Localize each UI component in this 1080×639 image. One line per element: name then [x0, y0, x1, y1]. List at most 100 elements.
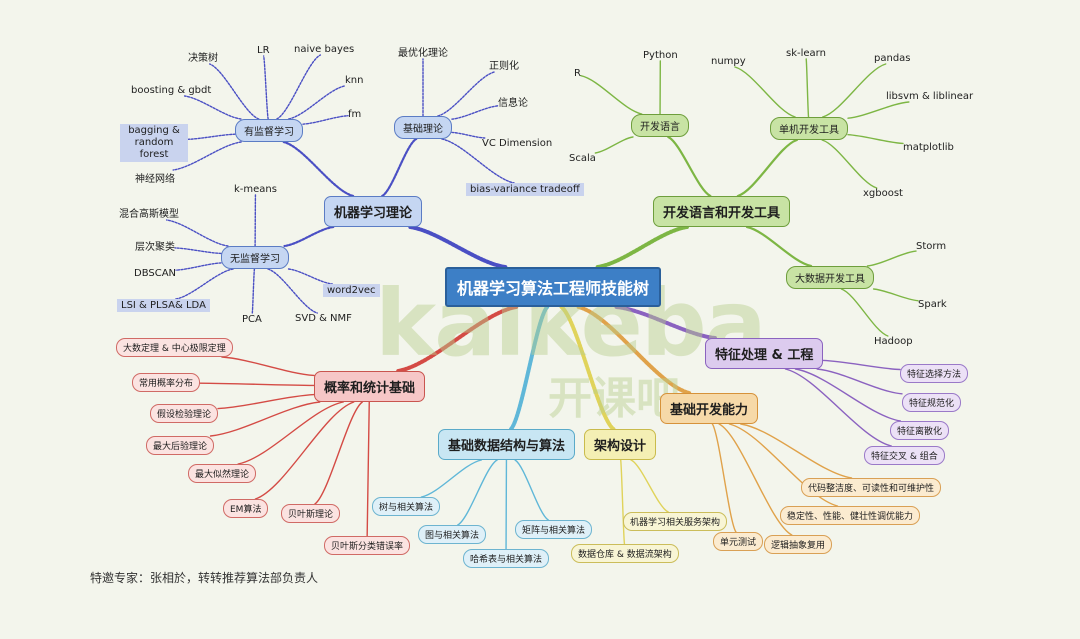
connector-19	[437, 71, 496, 117]
leaf-scala[interactable]: Scala	[569, 153, 596, 164]
connector-47	[816, 368, 903, 395]
connector-64	[237, 401, 344, 465]
leaf-hierarchical-clustering[interactable]: 层次聚类	[135, 242, 175, 253]
connector-15	[302, 115, 349, 125]
leaf-vc-dimension[interactable]: VC Dimension	[482, 138, 553, 149]
leaf-mle-theory[interactable]: 最大似然理论	[188, 464, 257, 483]
leaf-bias-variance[interactable]: bias-variance tradeoff	[466, 183, 584, 196]
connector-13	[287, 85, 346, 120]
leaf-ml-service-architecture[interactable]: 机器学习相关服务架构	[623, 512, 728, 531]
leaf-unit-testing[interactable]: 单元测试	[713, 532, 764, 551]
leaf-lln-clt[interactable]: 大数定理 & 中心极限定理	[116, 338, 233, 357]
connector-50	[740, 423, 853, 479]
connector-51	[728, 423, 839, 507]
connector-1	[595, 225, 689, 269]
central-topic[interactable]: 机器学习算法工程师技能树	[445, 267, 662, 307]
leaf-decision-tree[interactable]: 决策树	[188, 53, 218, 64]
node-bigdata-tools[interactable]: 大数据开发工具	[786, 266, 874, 289]
leaf-knn[interactable]: knn	[345, 75, 364, 86]
leaf-spark[interactable]: Spark	[918, 299, 947, 310]
leaf-word2vec[interactable]: word2vec	[323, 284, 380, 297]
leaf-common-distributions[interactable]: 常用概率分布	[132, 373, 201, 392]
node-single-dev-tools[interactable]: 单机开发工具	[770, 117, 848, 140]
leaf-feature-crossing[interactable]: 特征交叉 & 组合	[864, 446, 945, 465]
connector-61	[199, 382, 315, 387]
leaf-lr[interactable]: LR	[257, 45, 270, 56]
leaf-fm[interactable]: fm	[348, 109, 362, 120]
connector-31	[667, 135, 712, 198]
node-basic-theory[interactable]: 基础理论	[394, 116, 452, 139]
leaf-regularization[interactable]: 正则化	[489, 61, 519, 72]
connector-62	[217, 393, 315, 410]
leaf-matplotlib[interactable]: matplotlib	[903, 142, 954, 153]
leaf-libsvm-liblinear[interactable]: libsvm & liblinear	[886, 91, 974, 102]
leaf-xgboost[interactable]: xgboost	[863, 188, 903, 199]
leaf-gmm[interactable]: 混合高斯模型	[119, 209, 179, 220]
leaf-hash-algorithms[interactable]: 哈希表与相关算法	[463, 549, 550, 568]
connector-35	[580, 74, 643, 115]
leaf-hypothesis-testing[interactable]: 假设检验理论	[150, 404, 219, 423]
leaf-sklearn[interactable]: sk-learn	[786, 48, 826, 59]
leaf-data-warehouse-architecture[interactable]: 数据仓库 & 数据流架构	[571, 544, 679, 563]
leaf-feature-normalization[interactable]: 特征规范化	[902, 393, 962, 412]
leaf-bayes-theory[interactable]: 贝叶斯理论	[281, 504, 341, 523]
leaf-hadoop[interactable]: Hadoop	[874, 336, 913, 347]
node-unsupervised-learning[interactable]: 无监督学习	[221, 246, 289, 269]
connector-22	[441, 138, 515, 184]
branch-probability-statistics[interactable]: 概率和统计基础	[314, 371, 426, 402]
leaf-graph-algorithms[interactable]: 图与相关算法	[418, 525, 487, 544]
connector-26	[175, 262, 222, 271]
connector-10	[208, 63, 260, 120]
leaf-boosting-gbdt[interactable]: boosting & gbdt	[131, 85, 212, 96]
connector-44	[872, 288, 919, 302]
leaf-r[interactable]: R	[574, 68, 581, 79]
branch-basic-dev-skills[interactable]: 基础开发能力	[660, 393, 759, 424]
leaf-code-quality[interactable]: 代码整洁度、可读性和可维护性	[801, 478, 942, 497]
connector-53	[718, 423, 793, 536]
connector-16	[187, 133, 236, 141]
branch-architecture-design[interactable]: 架构设计	[584, 429, 657, 460]
connector-56	[420, 459, 483, 498]
node-supervised-learning[interactable]: 有监督学习	[235, 119, 303, 142]
leaf-bagging-random-forest[interactable]: bagging & random forest	[120, 124, 188, 162]
leaf-tree-algorithms[interactable]: 树与相关算法	[372, 497, 441, 516]
leaf-bayes-error-rate[interactable]: 贝叶斯分类错误率	[324, 536, 411, 555]
connector-27	[175, 268, 234, 300]
leaf-logic-abstraction[interactable]: 逻辑抽象复用	[764, 535, 833, 554]
node-dev-languages[interactable]: 开发语言	[631, 114, 689, 137]
leaf-pca[interactable]: PCA	[242, 314, 262, 325]
leaf-em-algorithm[interactable]: EM算法	[223, 499, 269, 518]
leaf-neural-network[interactable]: 神经网络	[135, 174, 175, 185]
leaf-pandas[interactable]: pandas	[874, 53, 911, 64]
connector-0	[407, 225, 508, 269]
leaf-feature-selection[interactable]: 特征选择方法	[900, 364, 969, 383]
connector-21	[451, 131, 486, 139]
branch-feature-engineering[interactable]: 特征处理 & 工程	[705, 338, 824, 369]
connector-5	[509, 305, 550, 431]
leaf-numpy[interactable]: numpy	[711, 56, 746, 67]
leaf-python[interactable]: Python	[643, 50, 678, 61]
leaf-stability-tuning[interactable]: 稳定性、性能、健壮性调优能力	[780, 506, 921, 525]
leaf-kmeans[interactable]: k-means	[234, 184, 277, 195]
leaf-feature-discretization[interactable]: 特征离散化	[890, 421, 950, 440]
leaf-matrix-algorithms[interactable]: 矩阵与相关算法	[515, 520, 593, 539]
connector-43	[866, 250, 917, 267]
connector-29	[267, 268, 318, 314]
branch-dev-lang-tools[interactable]: 开发语言和开发工具	[653, 196, 791, 227]
connector-39	[821, 63, 887, 118]
branch-ml-theory[interactable]: 机器学习理论	[324, 196, 423, 227]
leaf-map-theory[interactable]: 最大后验理论	[146, 436, 215, 455]
branch-data-structures[interactable]: 基础数据结构与算法	[438, 429, 576, 460]
leaf-storm[interactable]: Storm	[916, 241, 947, 252]
connector-30	[287, 268, 333, 285]
leaf-dbscan[interactable]: DBSCAN	[134, 268, 177, 279]
leaf-lsi-plsa-lda[interactable]: LSI & PLSA& LDA	[117, 299, 210, 312]
leaf-optimization[interactable]: 最优化理论	[398, 48, 448, 59]
leaf-information-theory[interactable]: 信息论	[498, 98, 528, 109]
connector-54	[630, 459, 669, 513]
connector-49	[784, 368, 893, 447]
leaf-svd-nmf[interactable]: SVD & NMF	[295, 313, 352, 324]
leaf-naive-bayes[interactable]: naive bayes	[294, 44, 355, 55]
connector-11	[262, 55, 269, 120]
connector-57	[457, 459, 498, 526]
